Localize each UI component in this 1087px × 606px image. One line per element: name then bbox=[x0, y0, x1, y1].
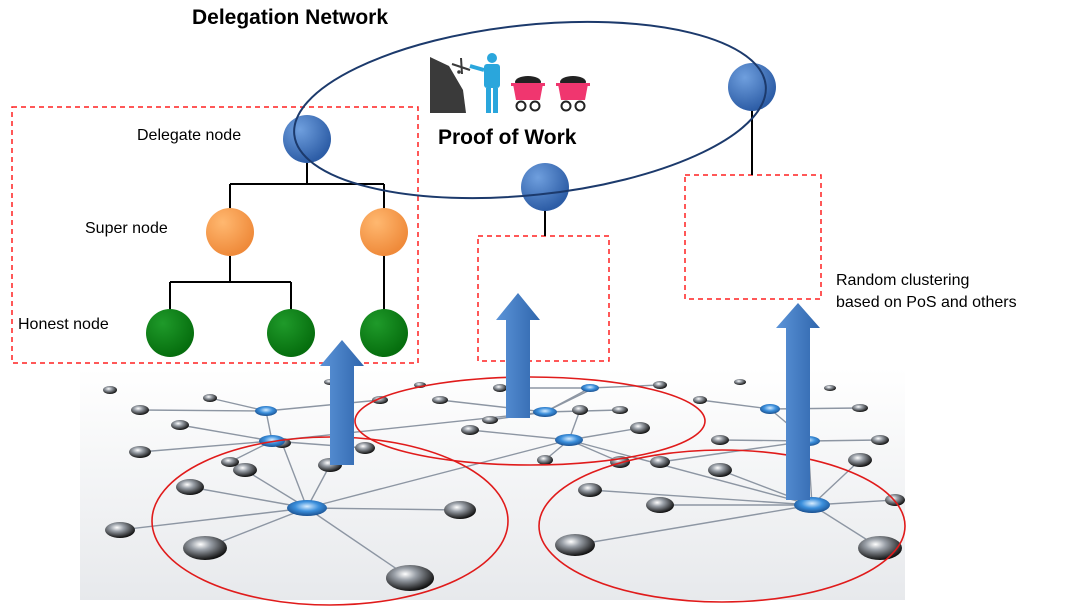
cluster-arrow bbox=[320, 340, 364, 465]
super-node-label: Super node bbox=[85, 220, 168, 237]
cluster-box-hierarchy bbox=[11, 106, 419, 364]
diagram-title: Delegation Network bbox=[192, 6, 389, 29]
cluster-arrow bbox=[776, 303, 820, 500]
miner-icon bbox=[430, 53, 500, 113]
honest-node bbox=[360, 309, 408, 357]
honest-node bbox=[146, 309, 194, 357]
random-clustering-line-1: Random clustering bbox=[836, 272, 970, 289]
cluster-box-middle bbox=[477, 235, 610, 362]
super-node bbox=[206, 208, 254, 256]
honest-node bbox=[267, 309, 315, 357]
cluster-arrow bbox=[496, 293, 540, 418]
network-background bbox=[80, 368, 906, 606]
delegate-node-label: Delegate node bbox=[137, 127, 242, 144]
delegation-network-ellipse bbox=[293, 20, 767, 200]
cluster-box-right bbox=[684, 174, 822, 300]
honest-node-label: Honest node bbox=[18, 316, 109, 333]
random-clustering-label: Random clustering based on PoS and other… bbox=[836, 270, 1086, 314]
mine-cart-icon bbox=[511, 76, 545, 112]
super-node bbox=[360, 208, 408, 256]
mine-cart-icon bbox=[556, 76, 590, 112]
delegate-node bbox=[283, 115, 331, 163]
delegate-node bbox=[728, 63, 776, 111]
consensus-label: Proof of Work bbox=[438, 126, 577, 149]
random-clustering-line-2: based on PoS and others bbox=[836, 294, 1017, 311]
delegate-node bbox=[521, 163, 569, 211]
